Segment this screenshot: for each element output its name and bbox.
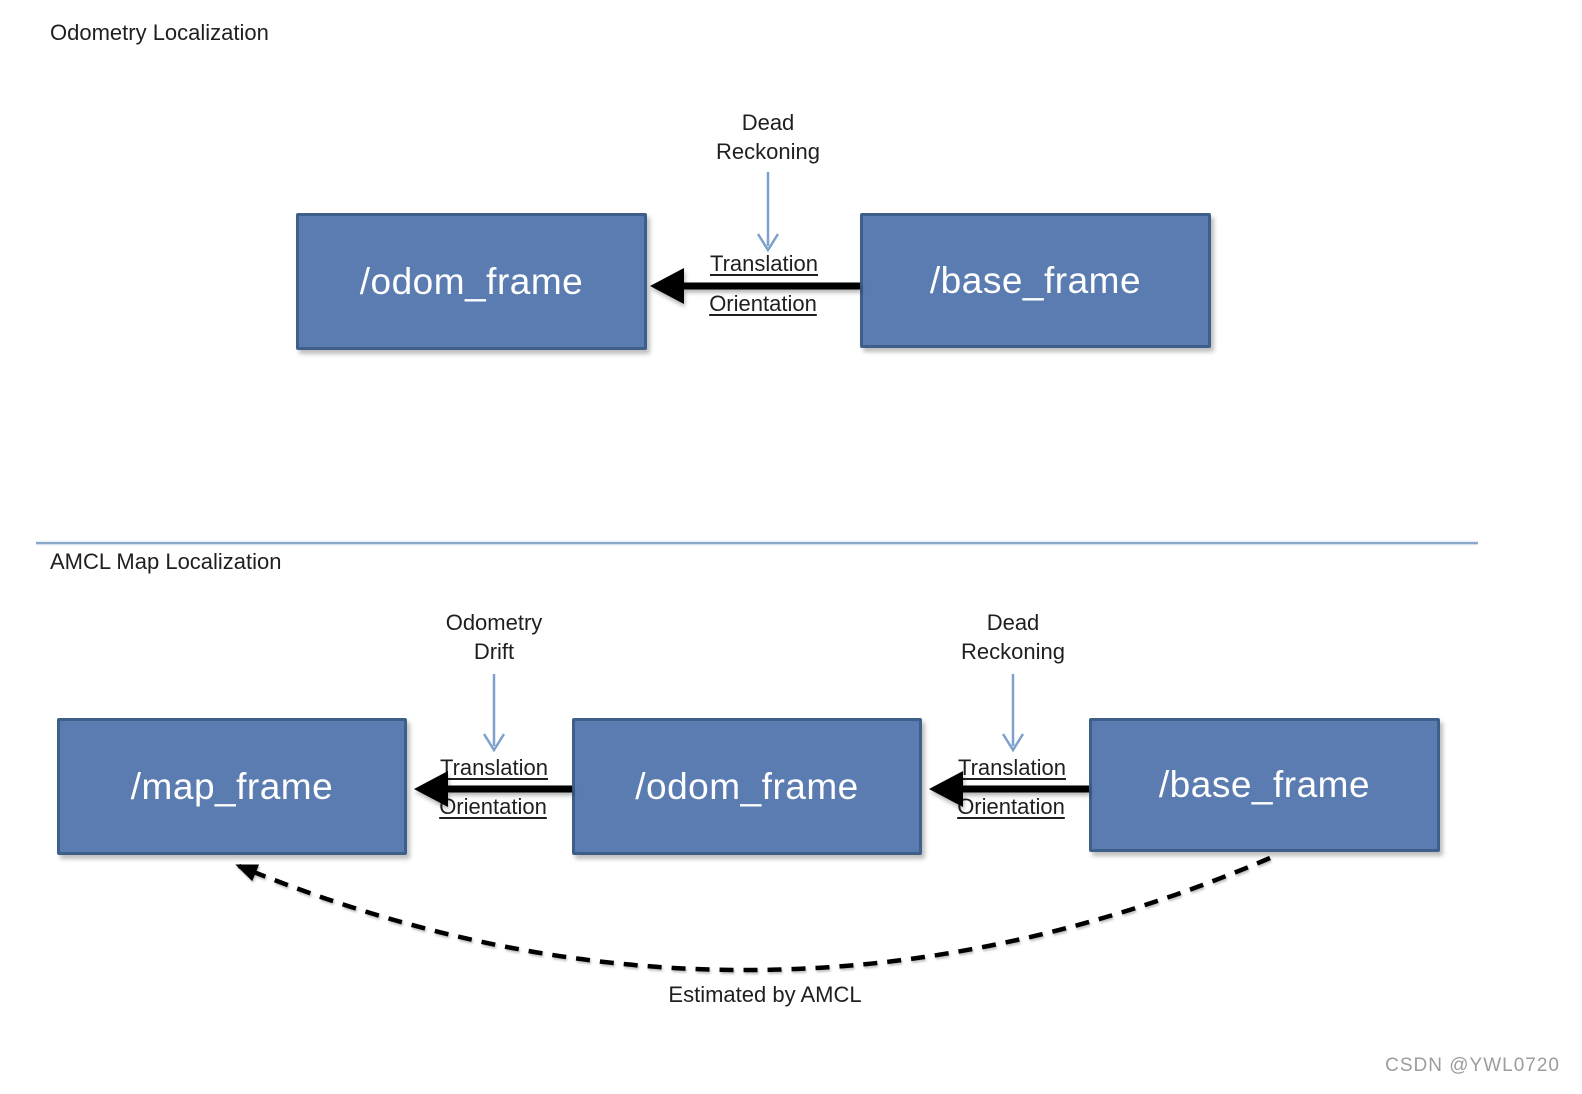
annotation-line: Odometry xyxy=(445,610,543,635)
arrowhead-icon xyxy=(756,233,780,253)
annotation-line: Dead xyxy=(986,610,1040,635)
base-frame-box: /base_frame xyxy=(860,213,1211,348)
annotation-line: Dead xyxy=(741,110,795,135)
watermark: CSDN @YWL0720 xyxy=(1385,1055,1560,1076)
arrow3-label-translation: Translation xyxy=(957,755,1066,780)
base-frame-label: /base_frame xyxy=(929,259,1142,301)
arrow3-label-orientation: Orientation xyxy=(957,794,1065,819)
base-frame-box-2: /base_frame xyxy=(1089,718,1440,852)
arrowhead-icon xyxy=(1001,733,1025,753)
amcl-estimate-dashed-arrow xyxy=(235,855,1271,973)
odom-frame-box-2: /odom_frame xyxy=(572,718,922,855)
dead-reckoning-annotation: Dead Reckoning xyxy=(658,108,878,166)
estimated-by-amcl-label: Estimated by AMCL xyxy=(668,982,862,1007)
annotation-line: Drift xyxy=(473,639,515,664)
odometry-drift-annotation: Odometry Drift xyxy=(384,608,604,666)
arrowhead-icon xyxy=(482,733,506,753)
arrow1-label-orientation: Orientation xyxy=(709,291,817,316)
dead-reckoning-annotation-2: Dead Reckoning xyxy=(903,608,1123,666)
arrow1-label-translation: Translation xyxy=(709,251,818,276)
base-frame-label-2: /base_frame xyxy=(1158,764,1371,805)
odom-frame-label-2: /odom_frame xyxy=(635,765,859,807)
map-frame-box: /map_frame xyxy=(57,718,407,855)
odom-frame-label: /odom_frame xyxy=(359,260,584,302)
annotation-line: Reckoning xyxy=(961,639,1065,664)
section-divider xyxy=(36,542,1478,544)
annotation-line: Reckoning xyxy=(716,139,820,164)
section2-title: AMCL Map Localization xyxy=(50,549,282,574)
map-frame-label: /map_frame xyxy=(130,765,334,807)
arrow2-label-translation: Translation xyxy=(439,755,548,780)
arrow2-label-orientation: Orientation xyxy=(439,794,547,819)
odom-frame-box: /odom_frame xyxy=(296,213,647,350)
section1-title: Odometry Localization xyxy=(50,20,269,45)
